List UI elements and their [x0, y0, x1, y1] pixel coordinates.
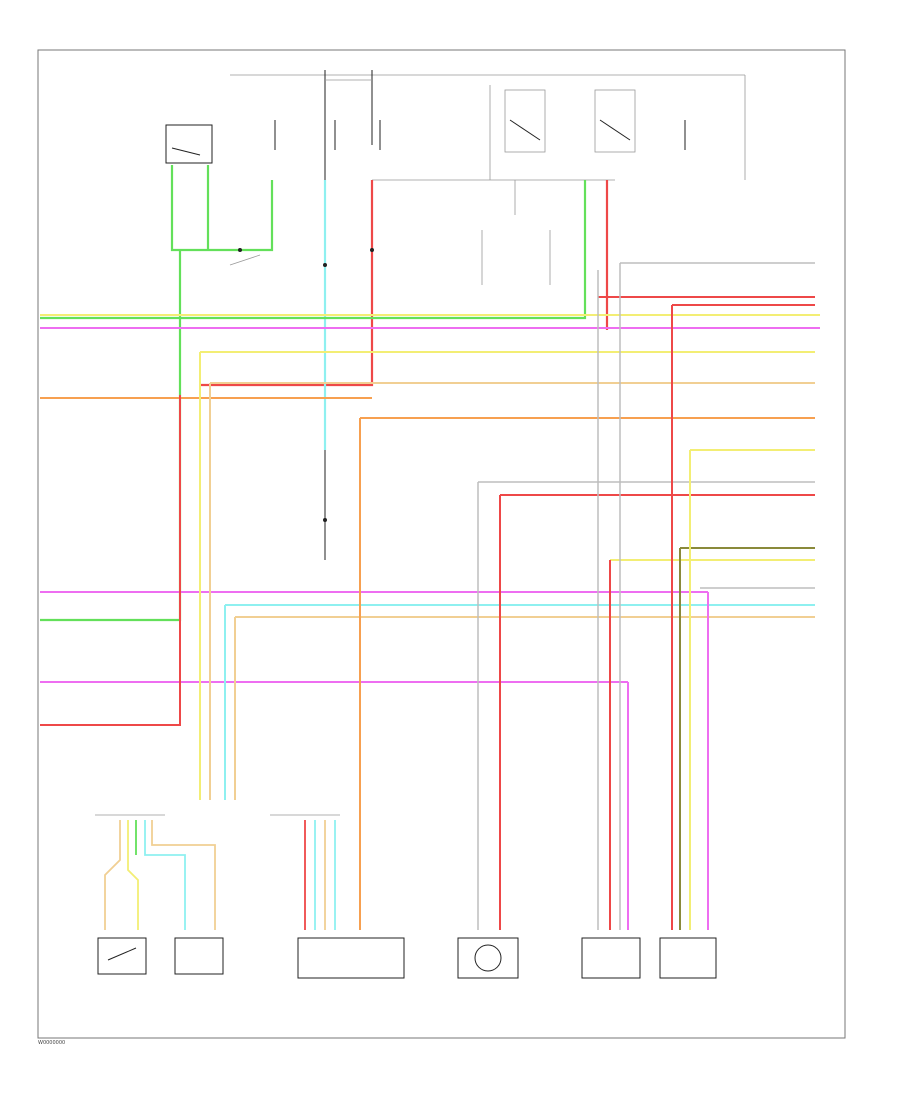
transfer-case-module-left [174, 937, 224, 975]
range-sensor-switch [97, 937, 147, 975]
transfer-case-motor [457, 937, 519, 979]
horizontal-wire-bus [40, 262, 820, 726]
footer-code: W0000000 [38, 1040, 66, 1046]
transfer-case-harness [297, 937, 405, 979]
wire-green-left [40, 250, 182, 622]
vertical-drops [199, 263, 709, 930]
bottom-components [97, 937, 717, 979]
top-vertical-wires [40, 165, 609, 450]
motor-symbol [474, 944, 502, 972]
shift-motor-left [581, 937, 641, 979]
lower-left-switch-box [165, 124, 213, 164]
fuse-symbols [274, 120, 686, 150]
bottom-left-harness [95, 814, 340, 930]
diagram-frame [37, 49, 846, 1039]
connector-markers [229, 248, 374, 522]
top-power-bus [230, 70, 746, 560]
relay-box-left [504, 89, 546, 153]
relay-box-right [594, 89, 636, 153]
shift-motor-right [659, 937, 717, 979]
